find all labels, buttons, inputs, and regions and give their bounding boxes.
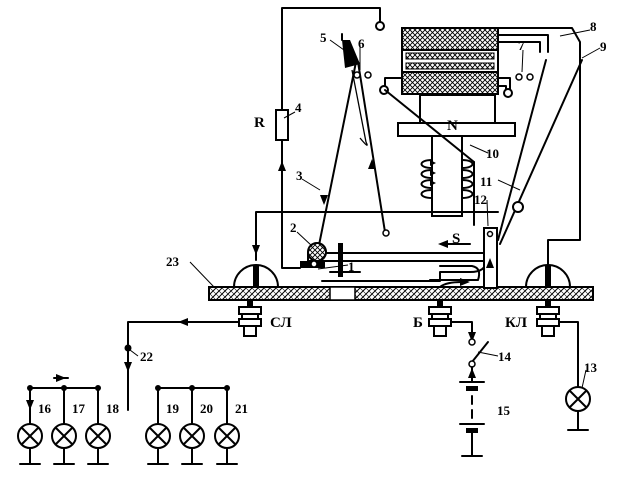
sl-output-wire	[124, 318, 240, 411]
callout-23: 23	[166, 254, 180, 269]
electromagnet	[397, 94, 516, 217]
pole-s-label: S	[452, 231, 460, 247]
callout-9: 9	[600, 39, 607, 54]
callout-12: 12	[474, 192, 487, 207]
base-plate	[208, 286, 594, 301]
callout-2: 2	[290, 220, 297, 235]
resistor-label: R	[254, 115, 265, 131]
callout-5: 5	[320, 30, 327, 45]
lamp-21	[214, 423, 240, 465]
callout-18: 18	[106, 401, 120, 416]
inner-current-path	[439, 281, 463, 288]
switch-14	[468, 341, 489, 383]
lamp-20	[179, 423, 205, 465]
callout-15: 15	[497, 403, 511, 418]
terminal-kl	[536, 300, 560, 337]
battery-15	[459, 381, 485, 457]
armature-frame	[252, 59, 581, 267]
terminal-b	[428, 300, 452, 337]
kl-output-wire	[558, 321, 579, 388]
callout-20: 20	[200, 401, 213, 416]
callout-10: 10	[486, 146, 499, 161]
armature-spring-11	[497, 59, 583, 245]
inner-current-arrow	[460, 278, 470, 286]
battery-circuit	[450, 321, 476, 346]
lamp-16	[17, 423, 43, 465]
callout-8: 8	[590, 19, 597, 34]
terminal-b-label: Б	[413, 315, 423, 331]
callout-7: 7	[518, 38, 525, 53]
callout-1: 1	[348, 259, 355, 274]
pole-n-label: N	[447, 118, 458, 134]
contacts-7	[515, 73, 534, 81]
ball-contact-2	[307, 242, 327, 268]
callout-14: 14	[498, 349, 512, 364]
contact-spring-3	[317, 33, 386, 251]
relay-coil-8	[379, 27, 581, 98]
lamp-group-right	[155, 385, 230, 425]
callout-13: 13	[584, 360, 598, 375]
terminal-sl-label: СЛ	[270, 315, 292, 331]
lamp-18	[85, 423, 111, 465]
lamp-19	[145, 423, 171, 465]
callout-19: 19	[166, 401, 180, 416]
callout-6: 6	[358, 36, 365, 51]
bimetal-12	[483, 227, 498, 289]
callout-21: 21	[235, 401, 248, 416]
terminal-sl	[238, 300, 262, 337]
dome-cap-right	[524, 264, 572, 288]
lamp-13	[565, 386, 591, 431]
lamp-group-left	[26, 374, 101, 425]
dome-cap-left	[232, 264, 280, 288]
callout-11: 11	[480, 174, 492, 189]
terminal-kl-label: КЛ	[505, 315, 527, 331]
callout-4: 4	[295, 100, 302, 115]
lamp-17	[51, 423, 77, 465]
leader-lines	[129, 29, 601, 389]
contacts-6	[353, 71, 372, 79]
callout-22: 22	[140, 349, 153, 364]
callout-3: 3	[296, 168, 303, 183]
callout-16: 16	[38, 401, 52, 416]
callout-17: 17	[72, 401, 86, 416]
